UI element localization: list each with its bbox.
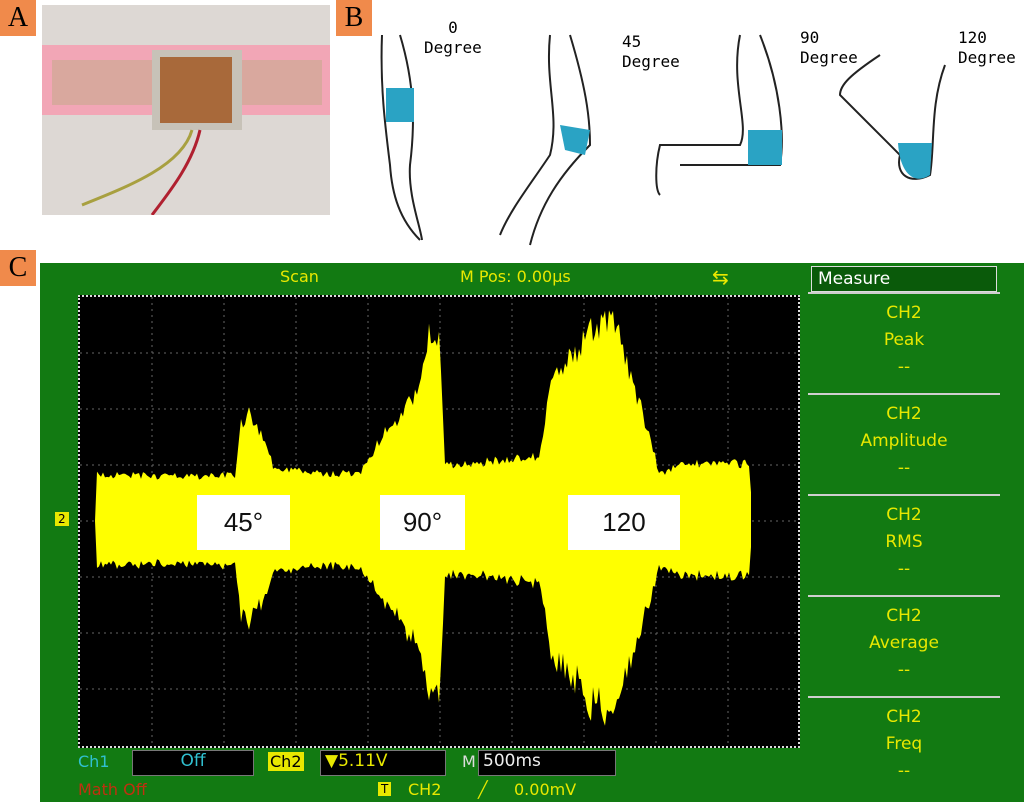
- timebase[interactable]: 500ms: [478, 750, 616, 776]
- measure-ch: CH2: [808, 704, 1000, 731]
- leg-angle-45: 45: [622, 32, 680, 52]
- measure-ch: CH2: [808, 502, 1000, 529]
- measure-item-amplitude[interactable]: CH2Amplitude--: [808, 393, 1000, 493]
- scan-status: Scan: [280, 267, 319, 286]
- panel-label-b: B: [336, 0, 372, 36]
- usb-icon: ⇆: [712, 265, 729, 289]
- measure-value: --: [808, 455, 1000, 482]
- panel-label-c: C: [0, 250, 36, 286]
- trigger-level: 0.00mV: [514, 780, 576, 799]
- measure-name: Average: [808, 630, 1000, 657]
- ch2-label[interactable]: Ch2: [268, 752, 304, 771]
- ch2-marker: 2: [55, 512, 69, 526]
- measure-item-freq[interactable]: CH2Freq--: [808, 696, 1000, 796]
- measure-name: Peak: [808, 327, 1000, 354]
- measure-value: --: [808, 354, 1000, 381]
- ch1-label: Ch1: [78, 752, 110, 771]
- sensor-photo: [42, 5, 330, 215]
- wave-label-120: 120: [568, 495, 680, 550]
- measure-name: RMS: [808, 529, 1000, 556]
- measure-ch: CH2: [808, 603, 1000, 630]
- leg-angle-0: 0: [424, 18, 482, 38]
- leg-angle-90: 90: [800, 28, 858, 48]
- m-pos: M Pos: 0.00µs: [460, 267, 571, 286]
- measure-value: --: [808, 657, 1000, 684]
- measure-item-peak[interactable]: CH2Peak--: [808, 292, 1000, 392]
- trigger-icon: T: [378, 782, 391, 796]
- panel-label-a: A: [0, 0, 36, 36]
- ch1-value[interactable]: Off: [132, 750, 254, 776]
- wave-label-45: 45°: [197, 495, 290, 550]
- measure-value: --: [808, 556, 1000, 583]
- measure-ch: CH2: [808, 401, 1000, 428]
- m-label: M: [462, 752, 476, 771]
- measure-name: Amplitude: [808, 428, 1000, 455]
- measure-value: --: [808, 758, 1000, 785]
- degree-label: Degree: [958, 48, 1016, 68]
- measure-menu: Measure CH2Peak--CH2Amplitude--CH2RMS--C…: [808, 263, 1000, 802]
- measure-title[interactable]: Measure: [811, 266, 997, 292]
- measure-item-rms[interactable]: CH2RMS--: [808, 494, 1000, 594]
- degree-label: Degree: [622, 52, 680, 72]
- degree-label: Degree: [424, 38, 482, 58]
- wave-label-90: 90°: [380, 495, 465, 550]
- math-status: Math Off: [78, 780, 147, 799]
- measure-item-average[interactable]: CH2Average--: [808, 595, 1000, 695]
- trigger-slope-icon: ╱: [478, 780, 488, 799]
- trigger-source: CH2: [408, 780, 441, 799]
- degree-label: Degree: [800, 48, 858, 68]
- measure-name: Freq: [808, 731, 1000, 758]
- ch2-volts[interactable]: ▼5.11V: [320, 750, 446, 776]
- measure-ch: CH2: [808, 300, 1000, 327]
- leg-angle-120: 120: [958, 28, 1016, 48]
